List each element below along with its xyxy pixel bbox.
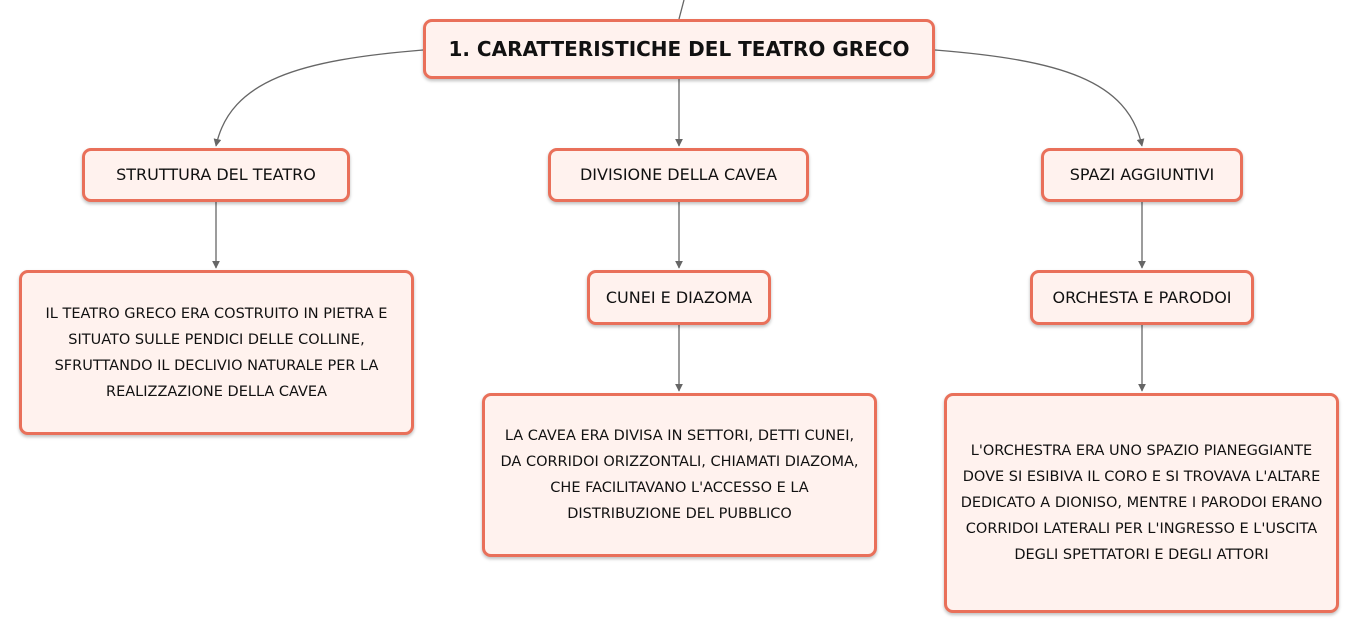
subtopic-label: ORCHESTA E PARODOI xyxy=(1052,287,1232,307)
detail-text: IL TEATRO GRECO ERA COSTRUITO IN PIETRA … xyxy=(45,305,388,400)
connector-root-spazi xyxy=(934,49,1145,147)
topic-label: DIVISIONE DELLA CAVEA xyxy=(579,165,778,184)
subtopic-orchesta-e-parodoi[interactable]: ORCHESTA E PARODOI xyxy=(1030,270,1254,325)
topic-label: SPAZI AGGIUNTIVI xyxy=(1069,165,1215,184)
topic-label: STRUTTURA DEL TEATRO xyxy=(116,165,316,184)
root-topic[interactable]: 1. CARATTERISTICHE DEL TEATRO GRECO xyxy=(423,19,935,79)
detail-struttura[interactable]: IL TEATRO GRECO ERA COSTRUITO IN PIETRA … xyxy=(19,270,414,435)
detail-cunei-e-diazoma[interactable]: LA CAVEA ERA DIVISA IN SETTORI, DETTI CU… xyxy=(482,393,877,557)
detail-text: L'ORCHESTRA ERA UNO SPAZIO PIANEGGIANTE … xyxy=(960,443,1323,563)
subtopic-cunei-e-diazoma[interactable]: CUNEI E DIAZOMA xyxy=(587,270,771,325)
connector-root-parent xyxy=(678,0,685,20)
topic-divisione-della-cavea[interactable]: DIVISIONE DELLA CAVEA xyxy=(548,148,809,202)
detail-text: LA CAVEA ERA DIVISA IN SETTORI, DETTI CU… xyxy=(500,428,859,522)
topic-spazi-aggiuntivi[interactable]: SPAZI AGGIUNTIVI xyxy=(1041,148,1243,202)
topic-struttura-del-teatro[interactable]: STRUTTURA DEL TEATRO xyxy=(82,148,350,202)
detail-orchesta-e-parodoi[interactable]: L'ORCHESTRA ERA UNO SPAZIO PIANEGGIANTE … xyxy=(944,393,1339,613)
connector-root-struttura xyxy=(213,49,424,147)
root-topic-label: 1. CARATTERISTICHE DEL TEATRO GRECO xyxy=(448,37,910,61)
subtopic-label: CUNEI E DIAZOMA xyxy=(605,287,753,307)
